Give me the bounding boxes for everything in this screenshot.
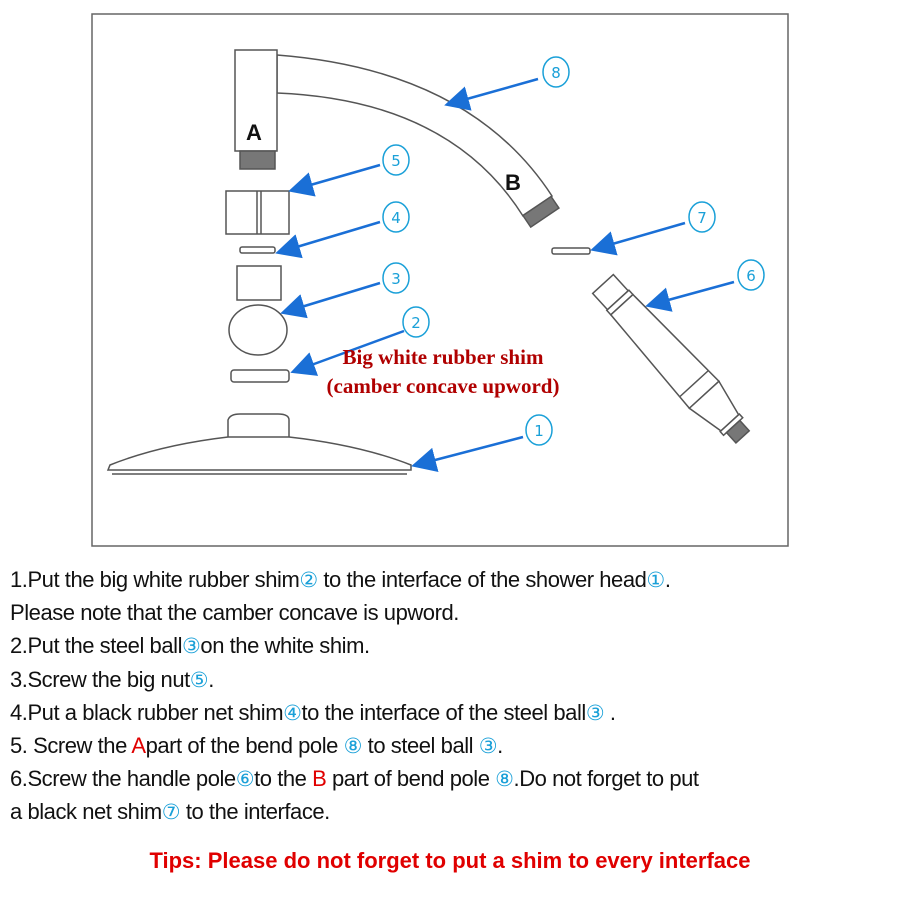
instruction-line: 4.Put a black rubber net shim④to the int… <box>10 696 900 729</box>
part-number-marker: ① <box>646 568 665 592</box>
bend-pole-a-end <box>234 49 278 152</box>
part-number-marker: ③ <box>478 733 498 758</box>
instruction-text: to steel ball <box>362 732 479 758</box>
part-b-label: B <box>505 170 521 195</box>
part-number-marker: ③ <box>182 634 201 659</box>
instruction-text: 5. Screw the <box>10 732 132 758</box>
instruction-text: 3.Screw the big nut <box>10 666 190 692</box>
callout-6: 6 <box>746 267 756 285</box>
part-number-marker: ④ <box>283 700 302 725</box>
callout-4: 4 <box>391 209 401 227</box>
bend-pole-b-thread <box>521 195 560 229</box>
instruction-text: to the interface of the steel ball <box>301 699 587 725</box>
instruction-text: part of bend pole <box>326 766 496 792</box>
part-letter-marker: A <box>131 732 146 758</box>
instruction-text: to the <box>254 766 313 792</box>
part-a-label: A <box>246 120 262 145</box>
instruction-text: 4.Put a black rubber net shim <box>10 699 284 725</box>
instruction-text: 6.Screw the handle pole <box>10 766 236 792</box>
instruction-text: .Do not forget to put <box>513 766 699 792</box>
callout-5: 5 <box>391 152 401 170</box>
instruction-text: a black net shim <box>10 799 162 825</box>
instruction-text: . <box>208 666 214 692</box>
callout-arrows <box>275 77 735 473</box>
instruction-text: . <box>664 567 671 592</box>
callout-1: 1 <box>534 422 544 440</box>
handle-pole <box>591 273 751 444</box>
big-white-shim <box>230 369 290 383</box>
instruction-line: 3.Screw the big nut⑤. <box>10 663 900 696</box>
instruction-steps: 1.Put the big white rubber shim② to the … <box>10 563 900 829</box>
tips-text: Tips: Please do not forget to put a shim… <box>149 848 751 873</box>
callout-3: 3 <box>391 270 401 288</box>
part-number-marker: ⑦ <box>161 800 181 825</box>
part-number-marker: ② <box>299 568 318 592</box>
part-number-marker: ⑥ <box>235 767 255 792</box>
instruction-text: 1.Put the big white rubber shim <box>10 567 300 592</box>
bend-pole-a-thread <box>239 150 276 170</box>
black-net-shim-4 <box>239 246 276 254</box>
part-number-marker: ⑤ <box>189 667 209 692</box>
part-number-marker: ⑧ <box>343 733 363 758</box>
instruction-line: 5. Screw the Apart of the bend pole ⑧ to… <box>10 729 900 762</box>
instruction-line: a black net shim⑦ to the interface. <box>10 795 900 828</box>
instruction-line: Please note that the camber concave is u… <box>10 596 900 629</box>
instruction-text: to the interface. <box>180 799 330 825</box>
instruction-text: . <box>604 699 616 725</box>
instruction-line: 6.Screw the handle pole⑥to the B part of… <box>10 762 900 795</box>
instruction-text: part of the bend pole <box>145 732 344 758</box>
part-letter-marker: B <box>312 766 327 792</box>
instruction-text: . <box>497 732 503 758</box>
part-number-marker: ③ <box>585 700 605 725</box>
callout-7: 7 <box>697 209 707 227</box>
instruction-text: to the interface of the shower head <box>317 567 647 592</box>
instruction-text: Please note that the camber concave is u… <box>10 600 459 626</box>
annotation-shim: Big white rubber shim <box>343 345 544 369</box>
steel-ball <box>228 304 288 356</box>
shower-head <box>106 413 412 475</box>
callout-8: 8 <box>551 64 561 82</box>
part-number-marker: ⑧ <box>495 767 514 792</box>
annotation-camber: (camber concave upword) <box>327 374 560 398</box>
instruction-line: 1.Put the big white rubber shim② to the … <box>10 563 900 596</box>
callout-2: 2 <box>411 314 421 332</box>
instruction-text: on the white shim. <box>200 633 370 659</box>
black-net-shim-7 <box>551 247 591 255</box>
instruction-line: 2.Put the steel ball③on the white shim. <box>10 629 900 662</box>
instruction-text: 2.Put the steel ball <box>10 633 183 659</box>
assembly-diagram: A B 8 5 4 3 2 7 6 1 Big white rubber shi… <box>91 13 789 547</box>
